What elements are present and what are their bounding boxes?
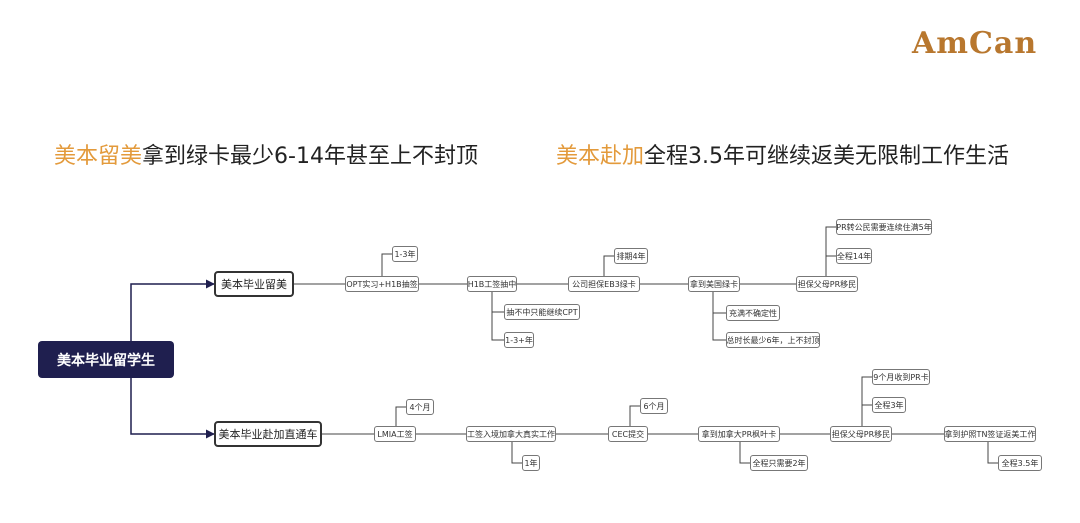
node-lmia-time[interactable]: 4个月 — [406, 399, 434, 415]
headline-us-text: 拿到绿卡最少6-14年甚至上不封顶 — [142, 144, 478, 169]
node-work[interactable]: 工签入境加拿大真实工作 — [466, 426, 556, 442]
node-us-parents-total[interactable]: 全程14年 — [836, 248, 872, 264]
amcan-logo: AmCan — [912, 26, 1038, 61]
node-tn-total[interactable]: 全程3.5年 — [998, 455, 1042, 471]
branch-us[interactable]: 美本毕业留美 — [214, 271, 294, 297]
node-ca-pr-total[interactable]: 全程只需要2年 — [750, 455, 808, 471]
headline-us: 美本留美拿到绿卡最少6-14年甚至上不封顶 — [54, 138, 478, 170]
node-us-parents-pr[interactable]: PR转公民需要连续住满5年 — [836, 219, 932, 235]
node-ca-parents[interactable]: 担保父母PR移民 — [830, 426, 892, 442]
headline-ca: 美本赴加全程3.5年可继续返美无限制工作生活 — [556, 138, 1009, 170]
node-tn[interactable]: 拿到护照TN签证返美工作 — [944, 426, 1036, 442]
node-eb3-time[interactable]: 排期4年 — [614, 248, 648, 264]
root-to-us-connector — [130, 279, 215, 341]
node-ca-parents-pr[interactable]: 9个月收到PR卡 — [872, 369, 930, 385]
root-to-ca-connector — [130, 378, 215, 439]
headline-ca-text: 全程3.5年可继续返美无限制工作生活 — [644, 144, 1010, 169]
node-work-time[interactable]: 1年 — [522, 455, 540, 471]
node-lmia[interactable]: LMIA工签 — [374, 426, 416, 442]
node-gc[interactable]: 拿到美国绿卡 — [688, 276, 740, 292]
node-gc-total[interactable]: 总时长最少6年，上不封顶 — [726, 332, 820, 348]
headline-us-highlight: 美本留美 — [54, 144, 143, 169]
node-h1b-fail[interactable]: 抽不中只能继续CPT — [504, 304, 580, 320]
node-opt-time[interactable]: 1-3年 — [392, 246, 418, 262]
node-us-parents[interactable]: 担保父母PR移民 — [796, 276, 858, 292]
node-eb3[interactable]: 公司担保EB3绿卡 — [568, 276, 640, 292]
node-opt[interactable]: OPT实习+H1B抽签 — [345, 276, 419, 292]
node-h1b[interactable]: H1B工签抽中 — [467, 276, 517, 292]
headline-ca-highlight: 美本赴加 — [556, 144, 645, 169]
node-ca-parents-total[interactable]: 全程3年 — [872, 397, 906, 413]
node-cec-time[interactable]: 6个月 — [640, 398, 668, 414]
node-h1b-time[interactable]: 1-3+年 — [504, 332, 534, 348]
node-gc-uncertain[interactable]: 充满不确定性 — [726, 305, 780, 321]
root-node[interactable]: 美本毕业留学生 — [38, 341, 174, 378]
node-ca-pr[interactable]: 拿到加拿大PR枫叶卡 — [698, 426, 780, 442]
node-cec[interactable]: CEC提交 — [608, 426, 648, 442]
branch-ca[interactable]: 美本毕业赴加直通车 — [214, 421, 322, 447]
